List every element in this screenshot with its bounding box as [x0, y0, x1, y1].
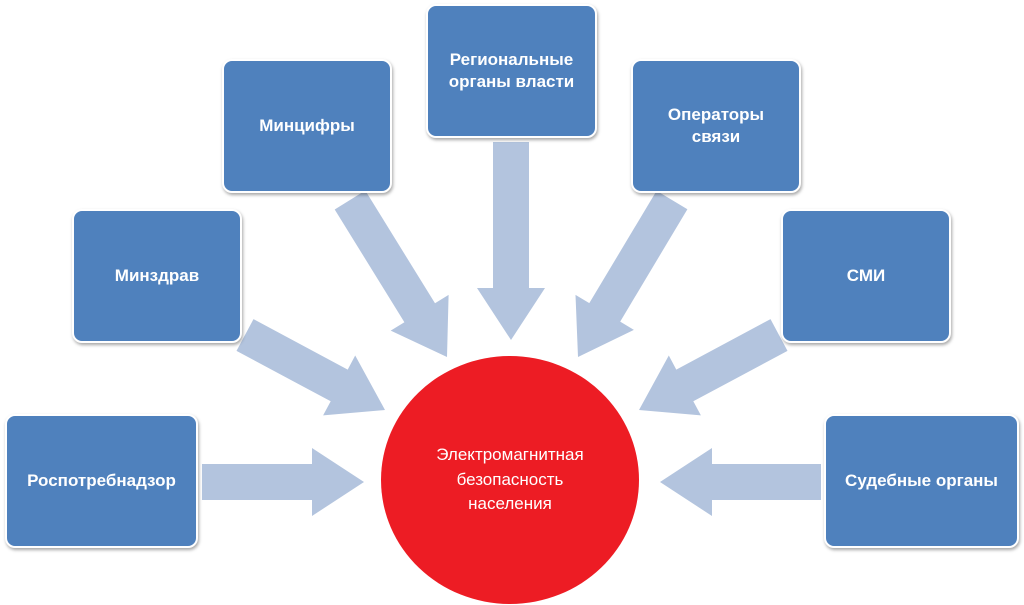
node-minzdrav: Минздрав	[72, 209, 242, 343]
arrow-operators	[575, 190, 688, 357]
node-regional: Региональные органы власти	[426, 4, 597, 138]
arrow-minzdrav	[236, 319, 385, 416]
arrow-regional	[477, 142, 545, 340]
node-smi: СМИ	[781, 209, 951, 343]
center-circle: Электромагнитная безопасность населения	[381, 356, 639, 604]
node-mintsifry-label: Минцифры	[259, 115, 355, 135]
center-label: Электромагнитная безопасность населения	[436, 445, 584, 514]
arrow-smi	[639, 319, 788, 416]
node-regional-label: Региональные органы власти	[448, 49, 575, 91]
node-rospotrebnadzor-label: Роспотребнадзор	[27, 470, 176, 490]
node-operators-label: Операторы связи	[667, 104, 765, 146]
arrow-mintsifry	[334, 190, 449, 357]
node-courts-label: Судебные органы	[845, 470, 998, 490]
node-smi-label: СМИ	[846, 265, 886, 285]
arrow-courts	[660, 448, 821, 516]
arrow-rospotrebnadzor	[202, 448, 364, 516]
node-rospotrebnadzor: Роспотребнадзор	[5, 414, 198, 548]
node-mintsifry: Минцифры	[222, 59, 392, 193]
node-courts: Судебные органы	[824, 414, 1019, 548]
node-minzdrav-label: Минздрав	[114, 265, 200, 285]
node-operators: Операторы связи	[631, 59, 801, 193]
